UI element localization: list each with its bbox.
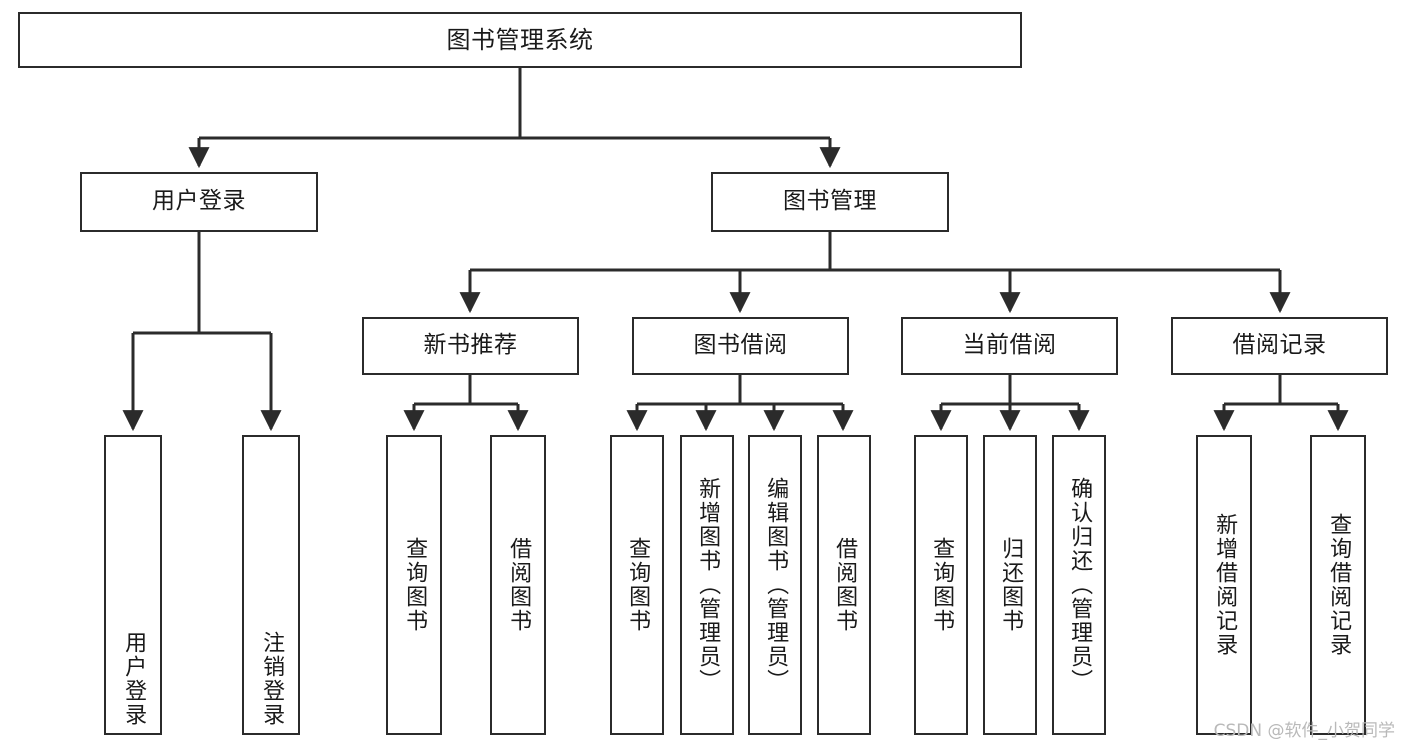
node-current-borrow[interactable]: 当前借阅 (901, 317, 1118, 375)
node-borrow-record-label: 借阅记录 (1232, 332, 1327, 359)
node-new-book-rec[interactable]: 新书推荐 (362, 317, 579, 375)
node-leaf-edit-book[interactable]: 编辑图书（管理员） (748, 435, 802, 735)
node-leaf-add-record-label: 新增借阅记录 (1212, 513, 1238, 657)
node-root-label: 图书管理系统 (446, 25, 594, 54)
node-leaf-query-book-2[interactable]: 查询图书 (610, 435, 664, 735)
node-leaf-logout-label: 注销登录 (259, 631, 285, 727)
node-leaf-add-book-label: 新增图书（管理员） (695, 477, 721, 693)
node-user-login-label: 用户登录 (152, 188, 246, 215)
node-leaf-borrow-book-2[interactable]: 借阅图书 (817, 435, 871, 735)
node-borrow-record[interactable]: 借阅记录 (1171, 317, 1388, 375)
node-leaf-query-record-label: 查询借阅记录 (1326, 513, 1352, 657)
node-current-borrow-label: 当前借阅 (962, 332, 1057, 359)
node-book-manage-label: 图书管理 (783, 188, 877, 215)
node-leaf-query-book-2-label: 查询图书 (625, 537, 651, 633)
node-leaf-logout[interactable]: 注销登录 (242, 435, 300, 735)
node-leaf-user-login-label: 用户登录 (121, 631, 147, 727)
node-leaf-return-book-label: 归还图书 (998, 537, 1024, 633)
node-leaf-edit-book-label: 编辑图书（管理员） (763, 477, 789, 693)
node-leaf-borrow-book-2-label: 借阅图书 (832, 537, 858, 633)
node-leaf-return-book[interactable]: 归还图书 (983, 435, 1037, 735)
node-new-book-rec-label: 新书推荐 (423, 332, 518, 359)
node-book-manage[interactable]: 图书管理 (711, 172, 949, 232)
node-leaf-add-record[interactable]: 新增借阅记录 (1196, 435, 1252, 735)
node-leaf-borrow-book-1[interactable]: 借阅图书 (490, 435, 546, 735)
node-leaf-query-book-1[interactable]: 查询图书 (386, 435, 442, 735)
node-leaf-query-book-3[interactable]: 查询图书 (914, 435, 968, 735)
node-user-login[interactable]: 用户登录 (80, 172, 318, 232)
node-root[interactable]: 图书管理系统 (18, 12, 1022, 68)
node-leaf-confirm-return-label: 确认归还（管理员） (1067, 477, 1093, 693)
node-leaf-query-book-1-label: 查询图书 (402, 537, 428, 633)
node-leaf-borrow-book-1-label: 借阅图书 (506, 537, 532, 633)
node-leaf-user-login[interactable]: 用户登录 (104, 435, 162, 735)
node-book-borrow-label: 图书借阅 (693, 332, 788, 359)
node-leaf-query-record[interactable]: 查询借阅记录 (1310, 435, 1366, 735)
node-leaf-query-book-3-label: 查询图书 (929, 537, 955, 633)
node-book-borrow[interactable]: 图书借阅 (632, 317, 849, 375)
csdn-watermark: CSDN @软件_小贺同学 (1213, 721, 1395, 741)
node-leaf-confirm-return[interactable]: 确认归还（管理员） (1052, 435, 1106, 735)
node-leaf-add-book[interactable]: 新增图书（管理员） (680, 435, 734, 735)
